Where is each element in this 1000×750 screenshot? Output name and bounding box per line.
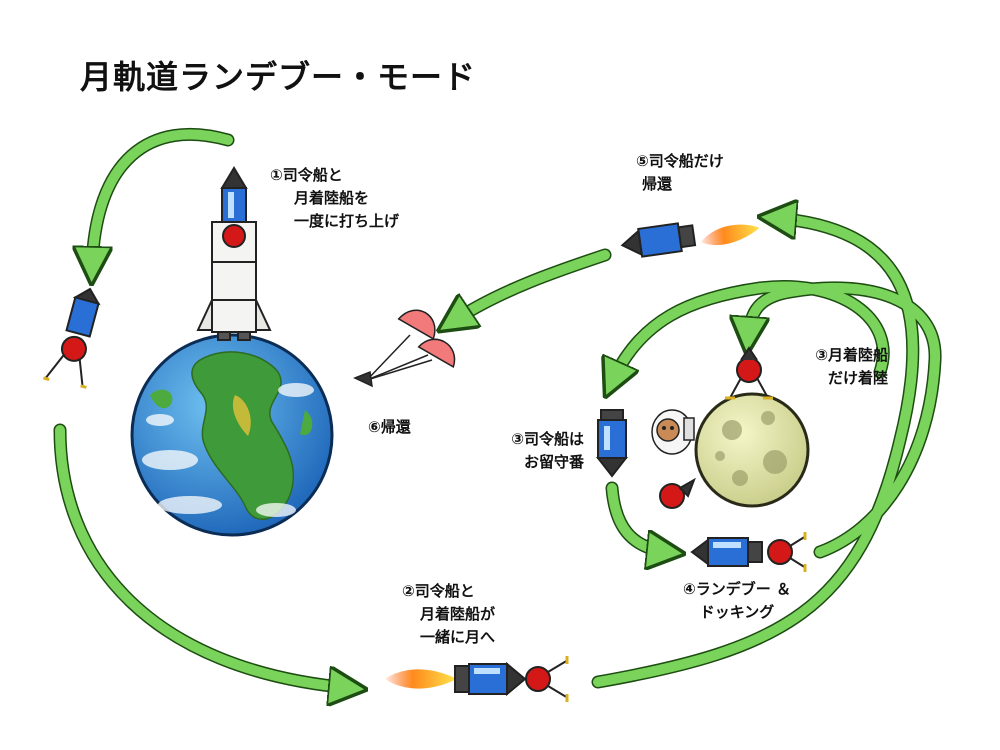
step-3-lander-line-1: ③月着陸船	[815, 346, 888, 364]
step-1-line-2: 月着陸船を	[294, 189, 370, 207]
earth-icon	[130, 333, 334, 537]
step-6-label: ⑥帰還	[368, 416, 411, 439]
flame-icon	[700, 224, 760, 246]
trajectory-arrows	[53, 127, 942, 688]
flame-icon	[385, 669, 455, 689]
step-3-lander-line-2: だけ着陸	[827, 369, 888, 387]
step-1-label: ①司令船と 月着陸船を 一度に打ち上げ	[270, 164, 399, 233]
step-4-line-1: ④ランデブー ＆	[683, 580, 791, 598]
step-1-line-1: ①司令船と	[270, 166, 343, 184]
lunar-lander-ascent-icon	[659, 477, 696, 509]
step-2-line-1: ②司令船と	[402, 582, 475, 600]
step-2-label: ②司令船と 月着陸船が 一緒に月へ	[402, 580, 495, 649]
step-2-line-2: 月着陸船が	[420, 605, 496, 623]
rocket-icon	[196, 166, 272, 341]
step-6-line-1: ⑥帰還	[368, 418, 411, 436]
command-module-return-icon	[620, 222, 760, 258]
lunar-lander-landing-icon	[725, 346, 773, 400]
parachute-icon	[353, 309, 456, 388]
step-3-command-line-1: ③司令船は	[511, 430, 584, 448]
step-2-line-3: 一緒に月へ	[420, 628, 496, 646]
step-3-lander-label: ③月着陸船 だけ着陸	[778, 344, 888, 390]
spacecraft-to-moon-icon	[385, 656, 569, 702]
step-5-label: ⑤司令船だけ 帰還	[636, 150, 724, 196]
page-title: 月軌道ランデブー・モード	[80, 58, 477, 96]
command-module-orbit-icon	[595, 409, 629, 478]
step-5-line-1: ⑤司令船だけ	[636, 152, 724, 170]
astronaut-icon	[651, 409, 695, 455]
step-1-line-3: 一度に打ち上げ	[294, 212, 400, 230]
step-5-line-2: 帰還	[642, 175, 673, 193]
step-3-command-label: ③司令船は お留守番	[480, 428, 584, 474]
spacecraft-stack-icon	[43, 287, 101, 389]
moon-icon	[694, 392, 810, 508]
step-4-line-2: ドッキング	[699, 603, 775, 621]
step-4-label: ④ランデブー ＆ ドッキング	[662, 578, 812, 624]
step-3-command-line-2: お留守番	[523, 453, 584, 471]
docking-spacecraft-icon	[690, 532, 807, 572]
